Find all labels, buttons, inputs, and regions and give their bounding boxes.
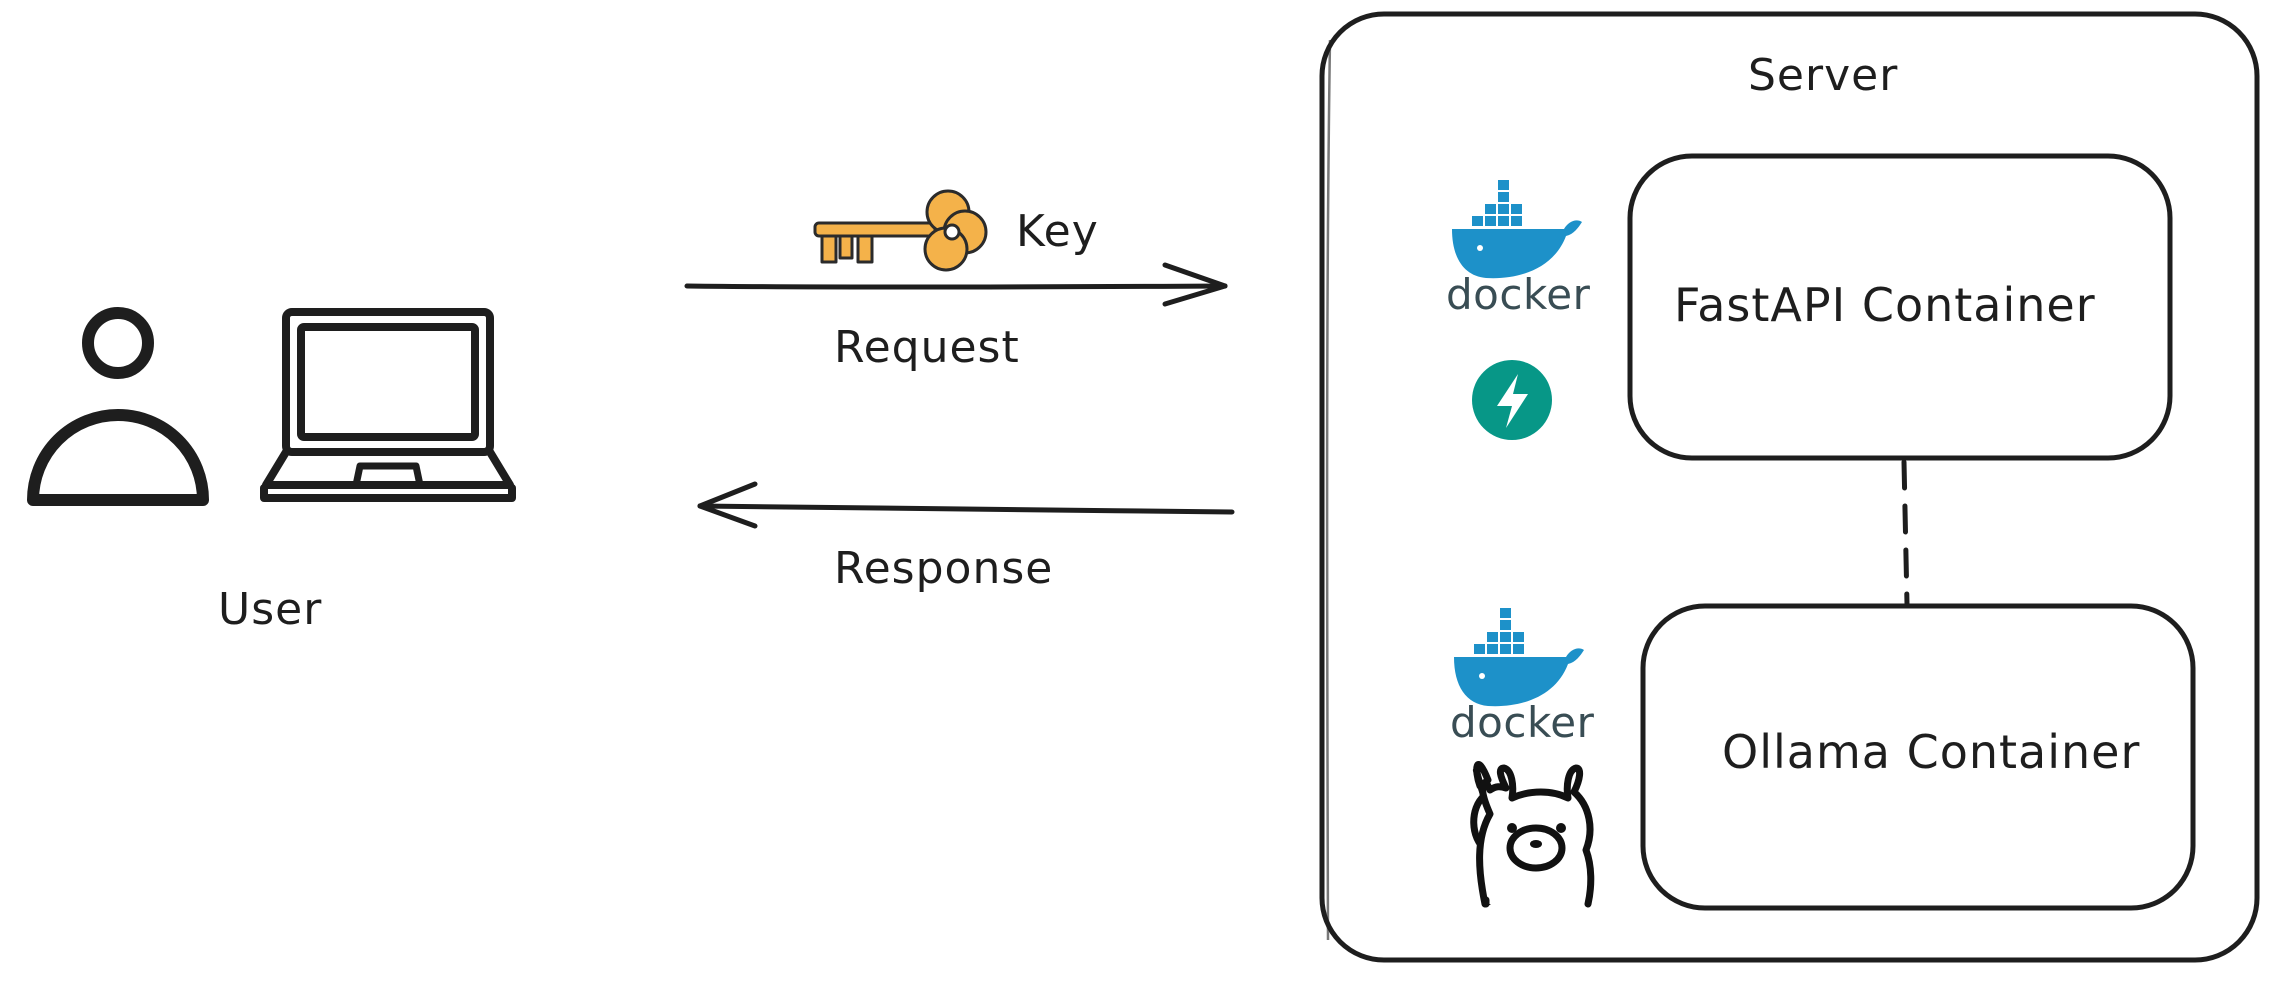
server-box: [1319, 11, 2260, 963]
response-arrow: [697, 481, 1235, 529]
ollama-container-label: Ollama Container: [1722, 725, 2141, 779]
request-arrow: [684, 262, 1228, 307]
fastapi-container-box: [1627, 153, 2173, 461]
container-link: [1901, 459, 1910, 607]
laptop-icon: [260, 308, 516, 502]
key-icon: [813, 189, 988, 272]
key-label: Key: [1016, 206, 1099, 257]
ollama-container-box: [1640, 603, 2196, 911]
docker-logo-icon: [1454, 608, 1584, 707]
response-label: Response: [834, 543, 1054, 594]
server-label: Server: [1748, 50, 1899, 101]
ollama-face-details: [1507, 823, 1566, 848]
request-label: Request: [834, 322, 1020, 373]
user-label: User: [218, 584, 323, 635]
fastapi-logo-icon: [1472, 360, 1552, 440]
docker-logo-icon: [1452, 180, 1582, 279]
user-icon: [27, 307, 209, 506]
docker-logo-text: docker: [1446, 270, 1591, 319]
fastapi-container-label: FastAPI Container: [1674, 278, 2096, 332]
docker-logo-text: docker: [1450, 698, 1595, 747]
ollama-llama-icon: [1470, 761, 1595, 908]
